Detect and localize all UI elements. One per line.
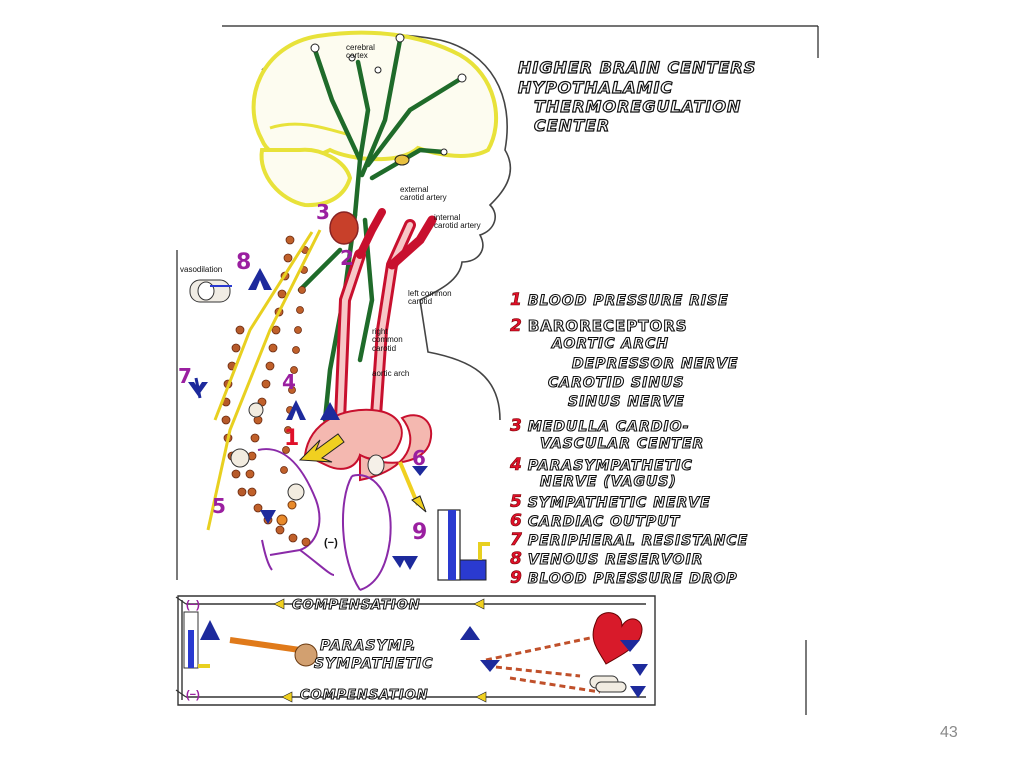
key-number: 3 xyxy=(510,416,522,437)
figure-number-7: 7 xyxy=(178,364,192,388)
heading-thermoregulation: THERMOREGULATION xyxy=(533,97,742,116)
key-number: 2 xyxy=(510,316,522,337)
bottom-vessels xyxy=(589,675,627,693)
body-minus-label: (−) xyxy=(324,537,338,549)
bottom-parasymp-label: PARASYMP. xyxy=(320,638,417,655)
vasodilation-vessel xyxy=(189,279,232,303)
key-item-7: 7 PERIPHERAL RESISTANCE xyxy=(510,530,749,551)
key-text: BLOOD PRESSURE RISE xyxy=(527,292,729,309)
key-text: PARASYMPATHETIC xyxy=(527,457,693,474)
key-item-4: 4 PARASYMPATHETIC xyxy=(510,455,693,476)
key-number: 4 xyxy=(510,455,522,476)
key-sub-vascular-center: VASCULAR CENTER xyxy=(539,435,705,452)
bottom-compensation-arrows xyxy=(175,596,187,698)
key-item-2: 2 BARORECEPTORS xyxy=(510,316,688,337)
key-sub-depressor-nerve: DEPRESSOR NERVE xyxy=(571,355,739,372)
key-item-6: 6 CARDIAC OUTPUT xyxy=(510,511,681,532)
aortic-arch-shape xyxy=(303,408,403,470)
figure-number-5: 5 xyxy=(212,494,226,518)
pressure-gauge xyxy=(437,509,490,581)
bottom-efferents xyxy=(485,636,601,694)
sympathetic-lines xyxy=(206,229,322,531)
label-cerebral-cortex: cerebral cortex xyxy=(346,43,375,61)
figure-number-1: 1 xyxy=(284,426,300,451)
bottom-yellow-arrows xyxy=(273,598,487,703)
label-right-common-carotid: right common carotid xyxy=(372,327,403,353)
figure-number-8: 8 xyxy=(236,250,252,275)
bottom-afferent-fibre xyxy=(229,637,301,653)
label-external-carotid: external carotid artery xyxy=(400,185,447,203)
figure-number-6: 6 xyxy=(412,446,426,470)
key-text: PERIPHERAL RESISTANCE xyxy=(527,532,749,549)
heading-hypothalamic: HYPOTHALAMIC xyxy=(517,78,674,97)
key-text: VENOUS RESERVOIR xyxy=(527,551,704,568)
bottom-blue-arrows xyxy=(200,620,648,698)
brain xyxy=(251,30,498,208)
rise-arrow xyxy=(298,433,345,463)
bottom-minus-top: (−) xyxy=(186,599,200,611)
medulla-shape xyxy=(329,211,359,245)
key-number: 7 xyxy=(510,530,522,551)
bottom-medulla xyxy=(294,643,318,667)
key-text: CARDIAC OUTPUT xyxy=(527,513,681,530)
figure-number-4: 4 xyxy=(282,370,296,394)
key-item-5: 5 SYMPATHETIC NERVE xyxy=(510,492,711,513)
arteries xyxy=(334,208,437,436)
key-number: 6 xyxy=(510,511,522,532)
key-sub-nerve-vagus: NERVE (VAGUS) xyxy=(539,473,677,490)
label-left-common-carotid: left common carotid xyxy=(408,289,452,307)
key-item-3: 3 MEDULLA CARDIO- xyxy=(510,416,690,437)
bottom-minus-bottom: (−) xyxy=(186,689,200,701)
heading-center: CENTER xyxy=(533,116,611,135)
key-sub-sinus-nerve: SINUS NERVE xyxy=(567,393,685,410)
key-number: 5 xyxy=(510,492,522,513)
key-sub-aortic-arch: AORTIC ARCH xyxy=(551,335,669,352)
frame-lines xyxy=(176,25,819,715)
label-aortic-arch: aortic arch xyxy=(372,369,410,378)
heading-higher-brain-centers: HIGHER BRAIN CENTERS xyxy=(517,58,757,77)
key-item-9: 9 BLOOD PRESSURE DROP xyxy=(510,568,738,589)
label-vasodilation: vasodilation xyxy=(180,265,223,274)
key-number: 9 xyxy=(510,568,522,589)
drop-arrow xyxy=(398,461,420,506)
ganglion-markers xyxy=(230,402,305,501)
figure-number-3: 3 xyxy=(316,200,330,224)
key-number: 8 xyxy=(510,549,522,570)
blue-arrows xyxy=(188,268,428,570)
key-text: BARORECEPTORS xyxy=(527,316,688,335)
key-text: SYMPATHETIC NERVE xyxy=(527,494,711,511)
bottom-compensation-top: COMPENSATION xyxy=(292,598,421,614)
label-internal-carotid: internal carotid artery xyxy=(434,213,481,231)
key-sub-carotid-sinus: CAROTID SINUS xyxy=(547,374,685,391)
key-text: MEDULLA CARDIO- xyxy=(527,418,690,435)
bottom-frame xyxy=(177,595,656,706)
hypothalamus-marker xyxy=(394,154,410,166)
figure-number-9: 9 xyxy=(412,520,428,545)
key-number: 1 xyxy=(510,290,522,311)
page-number: 43 xyxy=(940,724,958,741)
key-text: BLOOD PRESSURE DROP xyxy=(527,570,738,587)
bottom-compensation-bottom: COMPENSATION xyxy=(300,688,429,704)
aortic-cylinder xyxy=(367,454,385,476)
small-orange-nodes xyxy=(276,500,297,526)
body-outline xyxy=(257,448,392,591)
vessel-chain-right xyxy=(280,246,309,474)
key-item-8: 8 VENOUS RESERVOIR xyxy=(510,549,704,570)
bottom-sympathetic-label: SYMPATHETIC xyxy=(314,656,434,673)
bottom-heart xyxy=(592,612,643,665)
nerve-endpoints xyxy=(310,33,467,156)
key-item-1: 1 BLOOD PRESSURE RISE xyxy=(510,290,729,311)
bottom-gauge xyxy=(183,611,210,669)
head-silhouette xyxy=(261,33,512,421)
figure-number-2: 2 xyxy=(340,246,354,270)
